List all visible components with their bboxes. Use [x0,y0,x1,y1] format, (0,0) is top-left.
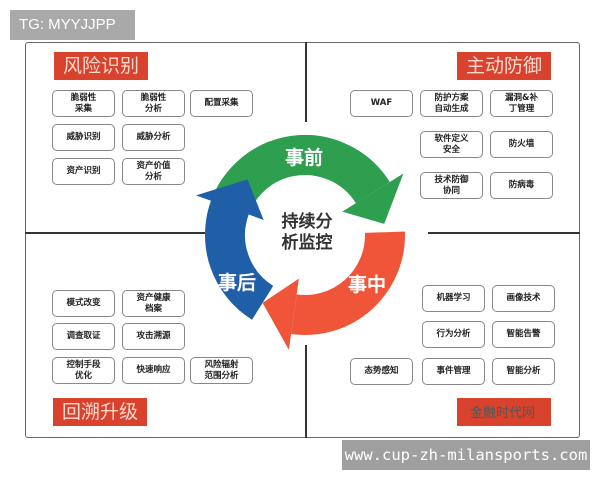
trace-item: 控制手段 优化 [52,357,115,384]
risk-item: 威胁分析 [122,124,185,151]
before-label: 事前 [285,147,324,169]
defense-item: 防病毒 [490,172,553,199]
risk-item: 资产识别 [52,158,115,185]
trace-title: 回溯升级 [53,398,147,426]
divider [305,42,307,122]
defense-item: 软件定义 安全 [420,131,483,158]
trace-item: 攻击溯源 [122,323,185,350]
response-title [457,398,551,426]
during-arc [291,231,405,335]
defense-title: 主动防御 [457,52,551,80]
response-item: 画像技术 [492,285,555,312]
defense-item: WAF [350,90,413,117]
diagram-frame [25,42,580,438]
during-arrowhead [262,278,299,350]
risk-title: 风险识别 [54,52,148,80]
defense-item: 防护方案 自动生成 [420,90,483,117]
after-arrowhead [195,179,264,220]
defense-item: 漏洞&补 丁管理 [490,90,553,117]
response-item: 智能分析 [492,358,555,385]
risk-item: 威胁识别 [52,124,115,151]
response-item: 机器学习 [422,285,485,312]
after-label: 事后 [218,272,257,294]
risk-item: 脆弱性 分析 [122,90,185,117]
cycle-center-label: 持续分 析监控 [281,212,333,253]
trace-item: 资产健康 档案 [122,290,185,317]
watermark-logo: 金融时代网 [470,406,536,421]
divider [25,232,205,234]
defense-item: 技术防御 协同 [420,172,483,199]
risk-item: 配置采集 [190,90,253,117]
after-arc [205,200,274,320]
during-label: 事中 [348,274,387,296]
divider [428,232,580,234]
response-item: 事件管理 [422,358,485,385]
trace-item: 风险辐射 范围分析 [190,357,253,384]
response-item: 态势感知 [350,358,413,385]
watermark-tag: TG: MYYJJPP [10,10,135,40]
trace-item: 模式改变 [52,290,115,317]
divider [305,345,307,438]
response-item: 智能告警 [492,321,555,348]
risk-item: 资产价值 分析 [122,158,185,185]
risk-item: 脆弱性 采集 [52,90,115,117]
response-item: 行为分析 [422,321,485,348]
before-arrowhead [342,173,404,224]
trace-item: 调查取证 [52,323,115,350]
trace-item: 快速响应 [122,357,185,384]
defense-item: 防火墙 [490,131,553,158]
site-url: www.cup-zh-milansports.com [342,440,590,470]
